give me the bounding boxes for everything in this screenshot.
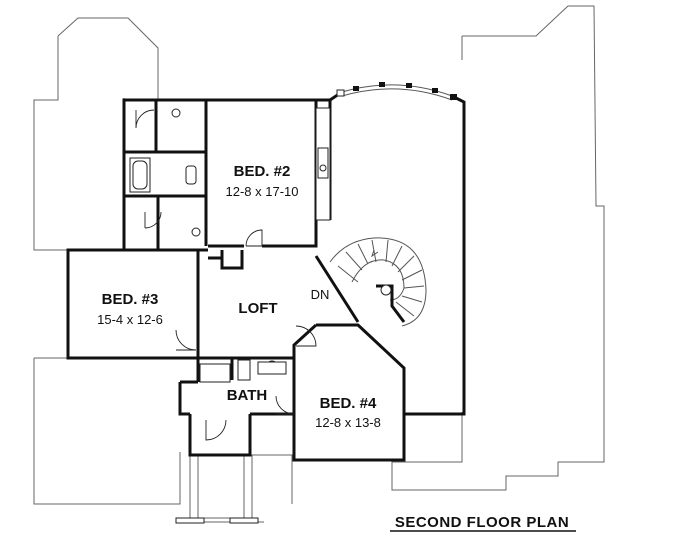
bath-fixtures	[129, 108, 287, 383]
room-bed3: BED. #3 15-4 x 12-6	[97, 291, 163, 327]
bed4-name: BED. #4	[320, 395, 377, 412]
room-loft: LOFT	[238, 300, 277, 317]
roof-outline-left	[33, 17, 293, 505]
roof-outline-right	[391, 5, 605, 491]
stair-down-label: DN	[311, 287, 330, 302]
exterior-walls	[66, 90, 466, 462]
bay-window	[336, 82, 457, 101]
loft-name: LOFT	[238, 300, 277, 317]
bed3-name: BED. #3	[102, 291, 159, 308]
spiral-staircase	[329, 237, 427, 327]
room-bed2: BED. #2 12-8 x 17-10	[226, 163, 299, 199]
room-bed4: BED. #4 12-8 x 13-8	[315, 395, 381, 430]
bed3-dimensions: 15-4 x 12-6	[97, 312, 163, 327]
bed2-name: BED. #2	[234, 163, 291, 180]
shelving	[315, 107, 331, 221]
bed4-dimensions: 12-8 x 13-8	[315, 415, 381, 430]
porch-outline	[175, 455, 264, 524]
bath-name: BATH	[227, 387, 268, 404]
room-bath: BATH	[227, 387, 268, 404]
bed2-dimensions: 12-8 x 17-10	[226, 184, 299, 199]
door-swings	[135, 109, 317, 441]
interior-walls	[124, 100, 296, 400]
plan-title: SECOND FLOOR PLAN	[395, 514, 569, 531]
